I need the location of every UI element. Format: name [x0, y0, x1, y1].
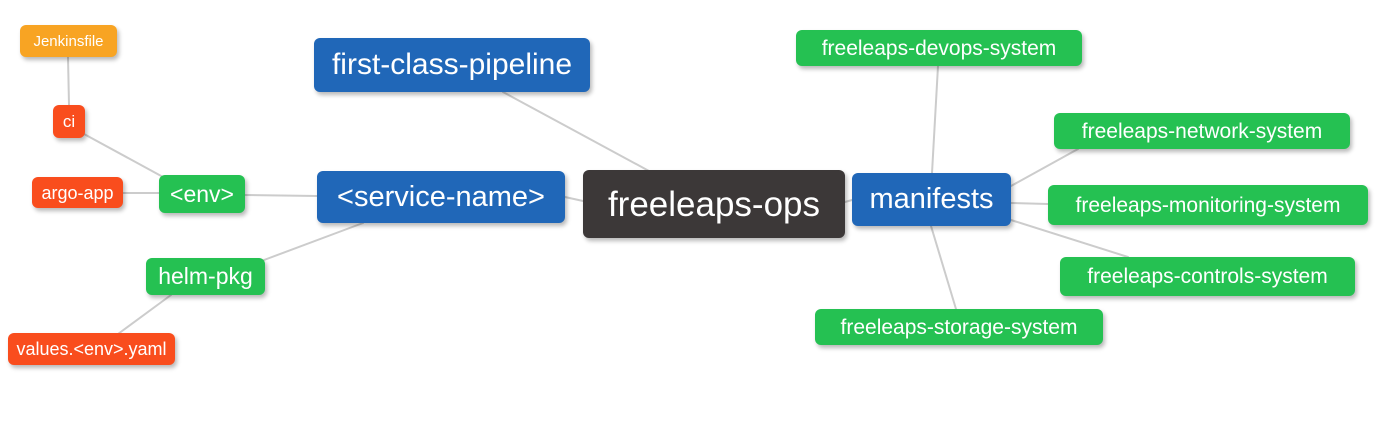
- edge-root-service-name: [564, 196, 584, 202]
- edge-helm-pkg-values-env-yaml: [117, 294, 172, 335]
- node-freeleaps-devops-system[interactable]: freeleaps-devops-system: [796, 30, 1082, 66]
- node-values-env-yaml[interactable]: values.<env>.yaml: [8, 333, 175, 365]
- node-freeleaps-monitoring-system[interactable]: freeleaps-monitoring-system: [1048, 185, 1368, 225]
- edge-manifests-monitoring-system: [1010, 202, 1049, 205]
- node-freeleaps-network-system[interactable]: freeleaps-network-system: [1054, 113, 1350, 149]
- node-service-name[interactable]: <service-name>: [317, 171, 565, 223]
- edge-ci-jenkinsfile: [67, 56, 70, 106]
- edge-root-manifests: [844, 199, 853, 203]
- node-env[interactable]: <env>: [159, 175, 245, 213]
- edge-manifests-storage-system: [930, 225, 957, 310]
- node-ci[interactable]: ci: [53, 105, 85, 138]
- edge-service-name-env: [244, 194, 318, 197]
- edge-root-first-class-pipeline: [502, 91, 650, 172]
- node-manifests[interactable]: manifests: [852, 173, 1011, 226]
- node-freeleaps-controls-system[interactable]: freeleaps-controls-system: [1060, 257, 1355, 296]
- edge-service-name-helm-pkg: [263, 222, 364, 261]
- edge-manifests-network-system: [1010, 148, 1079, 187]
- edge-manifests-controls-system: [1010, 219, 1129, 258]
- node-helm-pkg[interactable]: helm-pkg: [146, 258, 265, 295]
- node-first-class-pipeline[interactable]: first-class-pipeline: [314, 38, 590, 92]
- node-freeleaps-storage-system[interactable]: freeleaps-storage-system: [815, 309, 1103, 345]
- node-freeleaps-ops[interactable]: freeleaps-ops: [583, 170, 845, 238]
- edge-manifests-devops-system: [931, 65, 939, 174]
- edge-env-ci: [83, 133, 164, 178]
- node-argo-app[interactable]: argo-app: [32, 177, 123, 208]
- node-jenkinsfile[interactable]: Jenkinsfile: [20, 25, 117, 57]
